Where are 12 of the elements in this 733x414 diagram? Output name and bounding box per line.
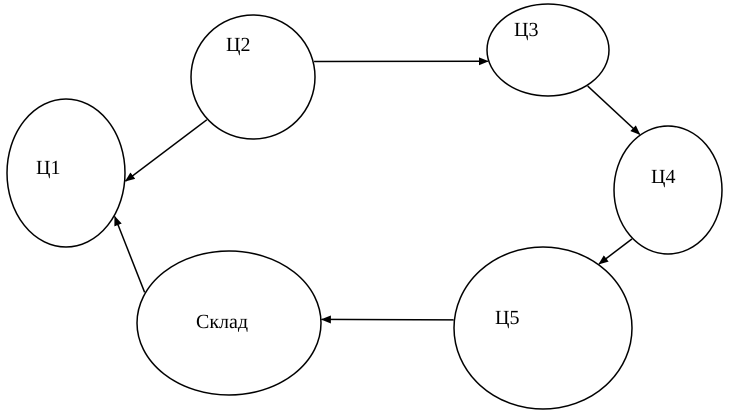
arrow bbox=[314, 57, 489, 66]
arrow bbox=[598, 238, 632, 264]
node-label: Склад bbox=[196, 312, 248, 332]
arrow bbox=[587, 86, 640, 135]
node-label: Ц2 bbox=[226, 35, 250, 55]
node-label: Ц4 bbox=[651, 167, 676, 187]
arrow bbox=[114, 216, 146, 293]
node-label: Ц5 bbox=[495, 308, 520, 328]
node-label: Ц3 bbox=[514, 20, 538, 40]
node-label: Ц1 bbox=[36, 158, 60, 178]
arrow bbox=[124, 119, 208, 182]
arrow bbox=[320, 315, 454, 324]
